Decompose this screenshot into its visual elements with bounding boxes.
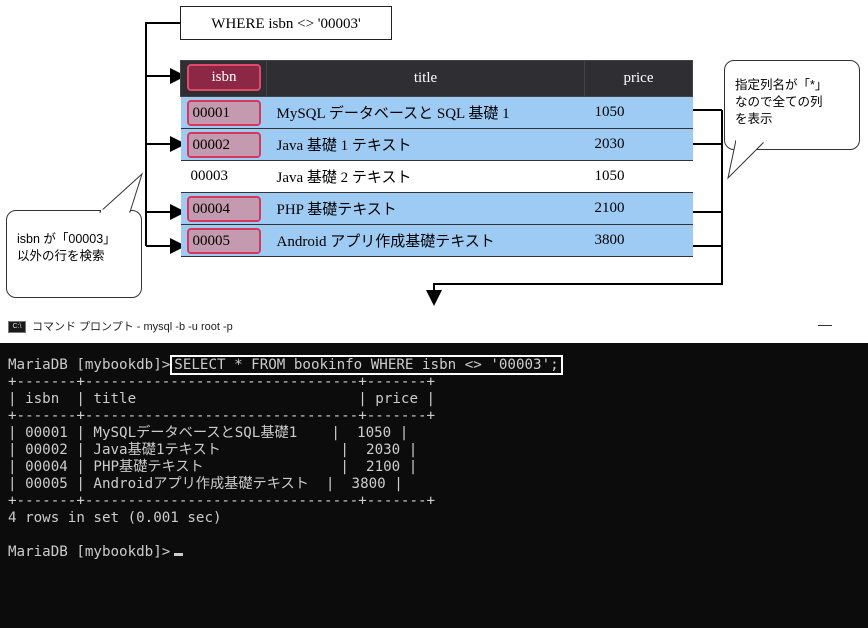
result-line: +-------+-------------------------------… — [8, 374, 436, 390]
result-line: +-------+-------------------------------… — [8, 493, 436, 509]
cell-title: MySQL データベースと SQL 基礎 1 — [266, 96, 585, 129]
callout-tail-right — [727, 140, 767, 180]
cell-price: 3800 — [584, 224, 693, 257]
result-line: | 00002 | Java基礎1テキスト | 2030 | — [8, 442, 418, 458]
isbn-value: 00005 — [186, 228, 261, 254]
terminal-console[interactable]: MariaDB [mybookdb]>SELECT * FROM bookinf… — [0, 343, 868, 628]
header-price: price — [584, 60, 693, 97]
sql-command: SELECT * FROM bookinfo WHERE isbn <> '00… — [170, 355, 563, 375]
isbn-value: 00001 — [186, 100, 261, 126]
result-line: | 00004 | PHP基礎テキスト | 2100 | — [8, 459, 418, 475]
cursor — [174, 553, 184, 556]
cell-title: PHP 基礎テキスト — [266, 192, 585, 225]
result-line: | isbn | title | price | — [8, 391, 436, 407]
result-line: | 00001 | MySQLデータベースとSQL基礎1 | 1050 | — [8, 425, 409, 441]
callout-line: isbn が「00003」 — [17, 232, 116, 246]
callout-row-filter: isbn が「00003」 以外の行を検索 — [6, 210, 142, 298]
minimize-button[interactable]: — — [818, 316, 832, 332]
table-header-row: isbn title price — [180, 60, 693, 97]
cell-isbn: 00002 — [180, 128, 267, 161]
prompt: MariaDB [mybookdb]> — [8, 357, 171, 373]
cell-title: Java 基礎 2 テキスト — [266, 160, 585, 193]
callout-line: 以外の行を検索 — [17, 249, 105, 263]
cell-title: Java 基礎 1 テキスト — [266, 128, 585, 161]
result-line: | 00005 | Androidアプリ作成基礎テキスト | 3800 | — [8, 476, 403, 492]
terminal-window-title: C:\ コマンド プロンプト - mysql -b -u root -p — [8, 318, 233, 334]
terminal-icon: C:\ — [8, 321, 26, 334]
cell-isbn: 00003 — [180, 160, 267, 193]
callout-line: なので全ての列 — [735, 95, 823, 109]
cell-price: 2100 — [584, 192, 693, 225]
result-table: +-------+-------------------------------… — [8, 374, 435, 509]
header-title: title — [266, 60, 585, 97]
terminal-title-text: コマンド プロンプト - mysql -b -u root -p — [32, 321, 233, 333]
callout-line: を表示 — [735, 112, 773, 126]
cell-price: 1050 — [584, 96, 693, 129]
cell-title: Android アプリ作成基礎テキスト — [266, 224, 585, 257]
cell-price: 2030 — [584, 128, 693, 161]
cell-isbn: 00004 — [180, 192, 267, 225]
terminal-output: MariaDB [mybookdb]>SELECT * FROM bookinf… — [0, 343, 868, 561]
result-summary: 4 rows in set (0.001 sec) — [8, 510, 222, 526]
where-clause-label: WHERE isbn <> '00003' — [180, 6, 392, 40]
cell-isbn: 00001 — [180, 96, 267, 129]
cell-isbn: 00005 — [180, 224, 267, 257]
isbn-value: 00003 — [190, 168, 229, 184]
cell-price: 1050 — [584, 160, 693, 193]
callout-line: 指定列名が「*」 — [735, 78, 828, 92]
header-isbn: isbn — [180, 60, 267, 97]
callout-tail-left — [98, 172, 144, 213]
prompt-end: MariaDB [mybookdb]> — [8, 544, 171, 560]
connector-lines — [145, 22, 723, 306]
callout-all-columns: 指定列名が「*」 なので全ての列 を表示 — [724, 60, 860, 150]
result-line: +-------+-------------------------------… — [8, 408, 436, 424]
isbn-value: 00002 — [186, 132, 261, 158]
isbn-value: 00004 — [186, 196, 261, 222]
header-isbn-label: isbn — [187, 64, 261, 91]
